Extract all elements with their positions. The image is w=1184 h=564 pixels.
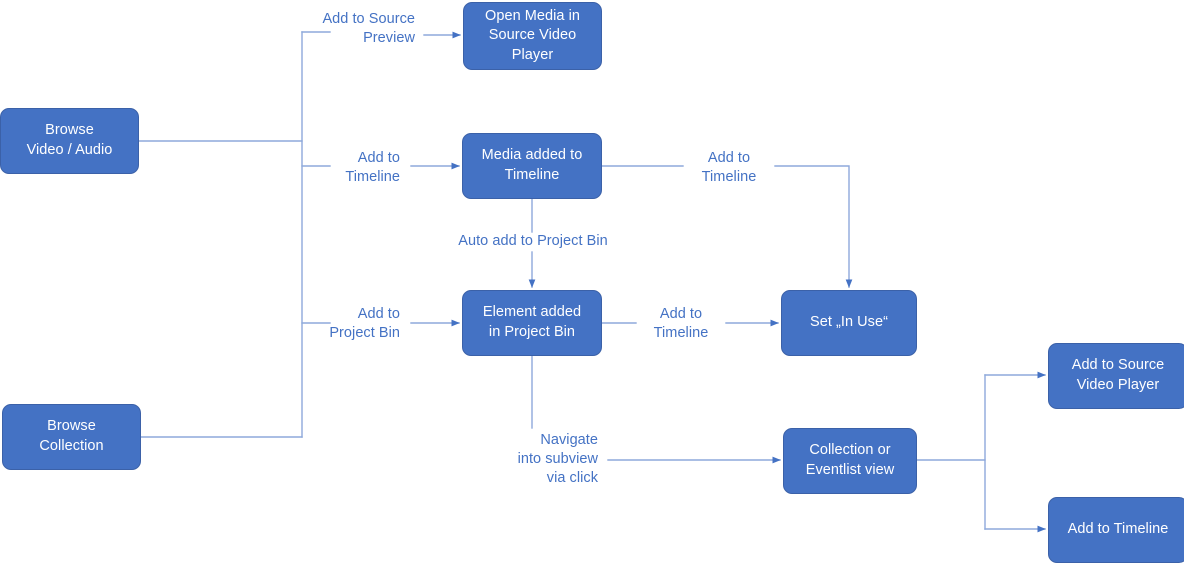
edge-label-add-to-timeline-to-set-in-use: Add to Timeline — [701, 150, 757, 185]
node-open-media-in-source-video-player[interactable]: Open Media in Source Video Player — [463, 2, 602, 70]
node-browse-video-audio[interactable]: Browse Video / Audio — [0, 108, 139, 174]
edge-label-add-to-source-preview: Add to Source Preview — [322, 11, 415, 46]
node-set-in-use[interactable]: Set „In Use“ — [781, 290, 917, 356]
node-media-added-to-timeline[interactable]: Media added to Timeline — [462, 133, 602, 199]
edge-label-add-to-project-bin: Add to Project Bin — [329, 306, 400, 341]
node-add-to-timeline[interactable]: Add to Timeline — [1048, 497, 1184, 563]
edge-media-timeline-to-set-in-use — [774, 165, 853, 288]
edge-label-add-to-timeline-from-browse: Add to Timeline — [345, 150, 400, 185]
edge-label-auto-add-to-project-bin: Auto add to Project Bin — [458, 233, 608, 249]
node-browse-collection[interactable]: Browse Collection — [2, 404, 141, 470]
edge-label-add-to-timeline-from-project-bin: Add to Timeline — [653, 306, 709, 341]
node-element-added-in-project-bin[interactable]: Element added in Project Bin — [462, 290, 602, 356]
edge-label-navigate-into-subview-via-click: Navigate into subview via click — [517, 432, 598, 486]
node-collection-or-eventlist-view[interactable]: Collection or Eventlist view — [783, 428, 917, 494]
node-add-to-source-video-player[interactable]: Add to Source Video Player — [1048, 343, 1184, 409]
